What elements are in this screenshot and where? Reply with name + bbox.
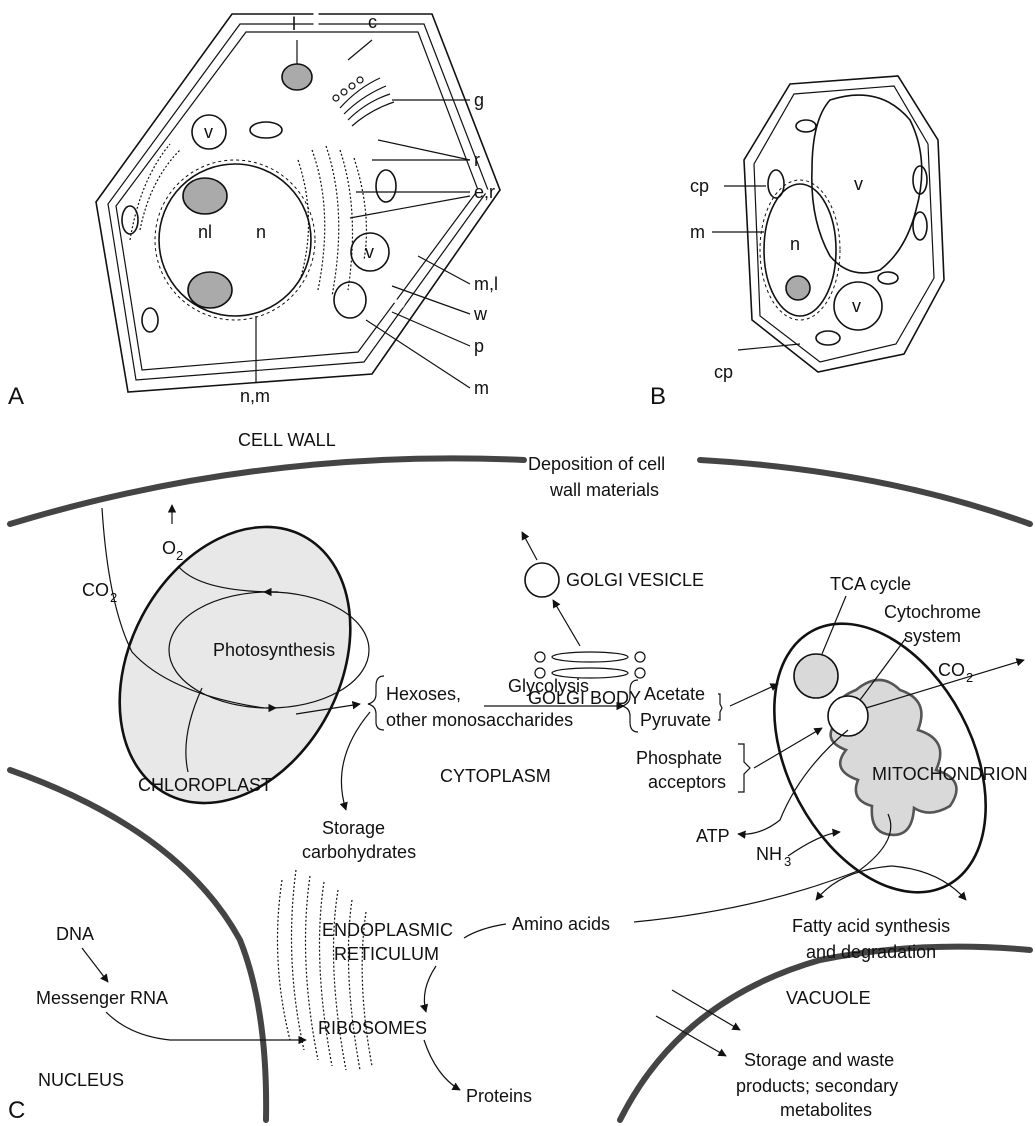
panel-label-c: C [8,1097,25,1124]
ribosomes-label: RIBOSOMES [318,1018,427,1038]
mrna-label: Messenger RNA [36,988,168,1008]
golgi-vesicle-label: GOLGI VESICLE [566,570,704,590]
rough-er-a [130,144,366,296]
mitochondrion-a5 [142,308,158,332]
co2-out-label: CO [938,660,965,680]
label-b-cp2: cp [714,362,733,382]
golgi-body [535,652,645,678]
lipid-body-a [282,64,312,90]
label-a-r: r [474,150,480,170]
glycolysis-label: Glycolysis [508,676,589,696]
cytoplasm-label: CYTOPLASM [440,766,551,786]
er-label-2: RETICULUM [334,944,439,964]
label-a-l: l [292,14,296,34]
panel-a: l c g r e,r v v nl n m,l w p m n,m A [8,10,500,410]
mitochondrion-b1 [796,120,816,132]
fatty-label-1: Fatty acid synthesis [792,916,950,936]
chloroplast-b3 [913,212,927,240]
large-vacuole-b [812,95,922,273]
photosynthesis-label: Photosynthesis [213,640,335,660]
label-b-cp1: cp [690,176,709,196]
dna-label: DNA [56,924,94,944]
pyruvate-label: Pyruvate [640,710,711,730]
chloroplast-b4 [816,331,840,345]
vacuole-label: VACUOLE [786,988,871,1008]
amino-acids-label: Amino acids [512,914,610,934]
storage-label-2: products; secondary [736,1076,898,1096]
proteins-label: Proteins [466,1086,532,1106]
atp-label: ATP [696,826,730,846]
mitochondrion-label: MITOCHONDRION [872,764,1028,784]
o2-label: O [162,538,176,558]
storage-label-3: metabolites [780,1100,872,1120]
fatty-label-2: and degradation [806,942,936,962]
o2-subscript: 2 [176,548,183,563]
mitochondrion-a2 [376,170,396,202]
cytochrome-label-2: system [904,626,961,646]
chloroplast-label: CHLOROPLAST [138,775,272,795]
label-a-m: m [474,378,489,398]
storage-carb-label-2: carbohydrates [302,842,416,862]
label-a-c: c [368,12,377,32]
label-a-nm: n,m [240,386,270,406]
label-a-v2: v [365,242,374,262]
hexoses-label-2: other monosaccharides [386,710,573,730]
cell-wall-curve [700,460,1030,524]
deposition-label-2: wall materials [549,480,659,500]
label-b-vlarge: v [854,174,863,194]
er-label-1: ENDOPLASMIC [322,920,453,940]
deposition-label-1: Deposition of cell [528,454,665,474]
label-a-v1: v [204,122,213,142]
cell-wall-curve [10,458,524,524]
mitochondrion-a4 [122,206,138,234]
mitochondrion-b2 [878,272,898,284]
panel-label-b: B [650,383,666,410]
storage-label-1: Storage and waste [744,1050,894,1070]
nucleolus-b [786,276,810,300]
panel-c: CELL WALL Deposition of cell wall materi… [8,430,1030,1124]
nucleolus-a2 [188,272,232,308]
mitochondrion-a3 [334,282,366,318]
nucleus-boundary [10,770,266,1120]
co2-label: CO [82,580,109,600]
label-a-w: w [473,304,488,324]
mitochondrion-a1 [250,122,282,138]
label-a-g: g [474,90,484,110]
label-b-m: m [690,222,705,242]
hexoses-label-1: Hexoses, [386,684,461,704]
storage-carb-label-1: Storage [322,818,385,838]
co2-out-subscript: 2 [966,670,973,685]
label-a-nl: nl [198,222,212,242]
golgi-a [333,77,394,126]
panel-label-a: A [8,383,24,410]
golgi-vesicle [525,563,559,597]
nh3-subscript: 3 [784,854,791,869]
tca-cycle-circle [794,654,838,698]
nucleolus-a1 [183,178,227,214]
cell-wall-label: CELL WALL [238,430,336,450]
label-b-n: n [790,234,800,254]
nuclear-membrane-a [155,160,315,320]
label-b-vsmall: v [852,296,861,316]
nucleus-a [159,164,311,316]
phosphate-label-2: acceptors [648,772,726,792]
tca-label: TCA cycle [830,574,911,594]
label-a-p: p [474,336,484,356]
label-a-n: n [256,222,266,242]
phosphate-label-1: Phosphate [636,748,722,768]
cytochrome-label-1: Cytochrome [884,602,981,622]
cell-b-wall-inner [754,86,934,362]
nucleus-label: NUCLEUS [38,1070,124,1090]
label-a-ml: m,l [474,274,498,294]
acetate-label: Acetate [644,684,705,704]
panel-b: cp m v n v cp B [650,76,944,410]
nh3-label: NH [756,844,782,864]
label-a-er: e,r [474,182,495,202]
